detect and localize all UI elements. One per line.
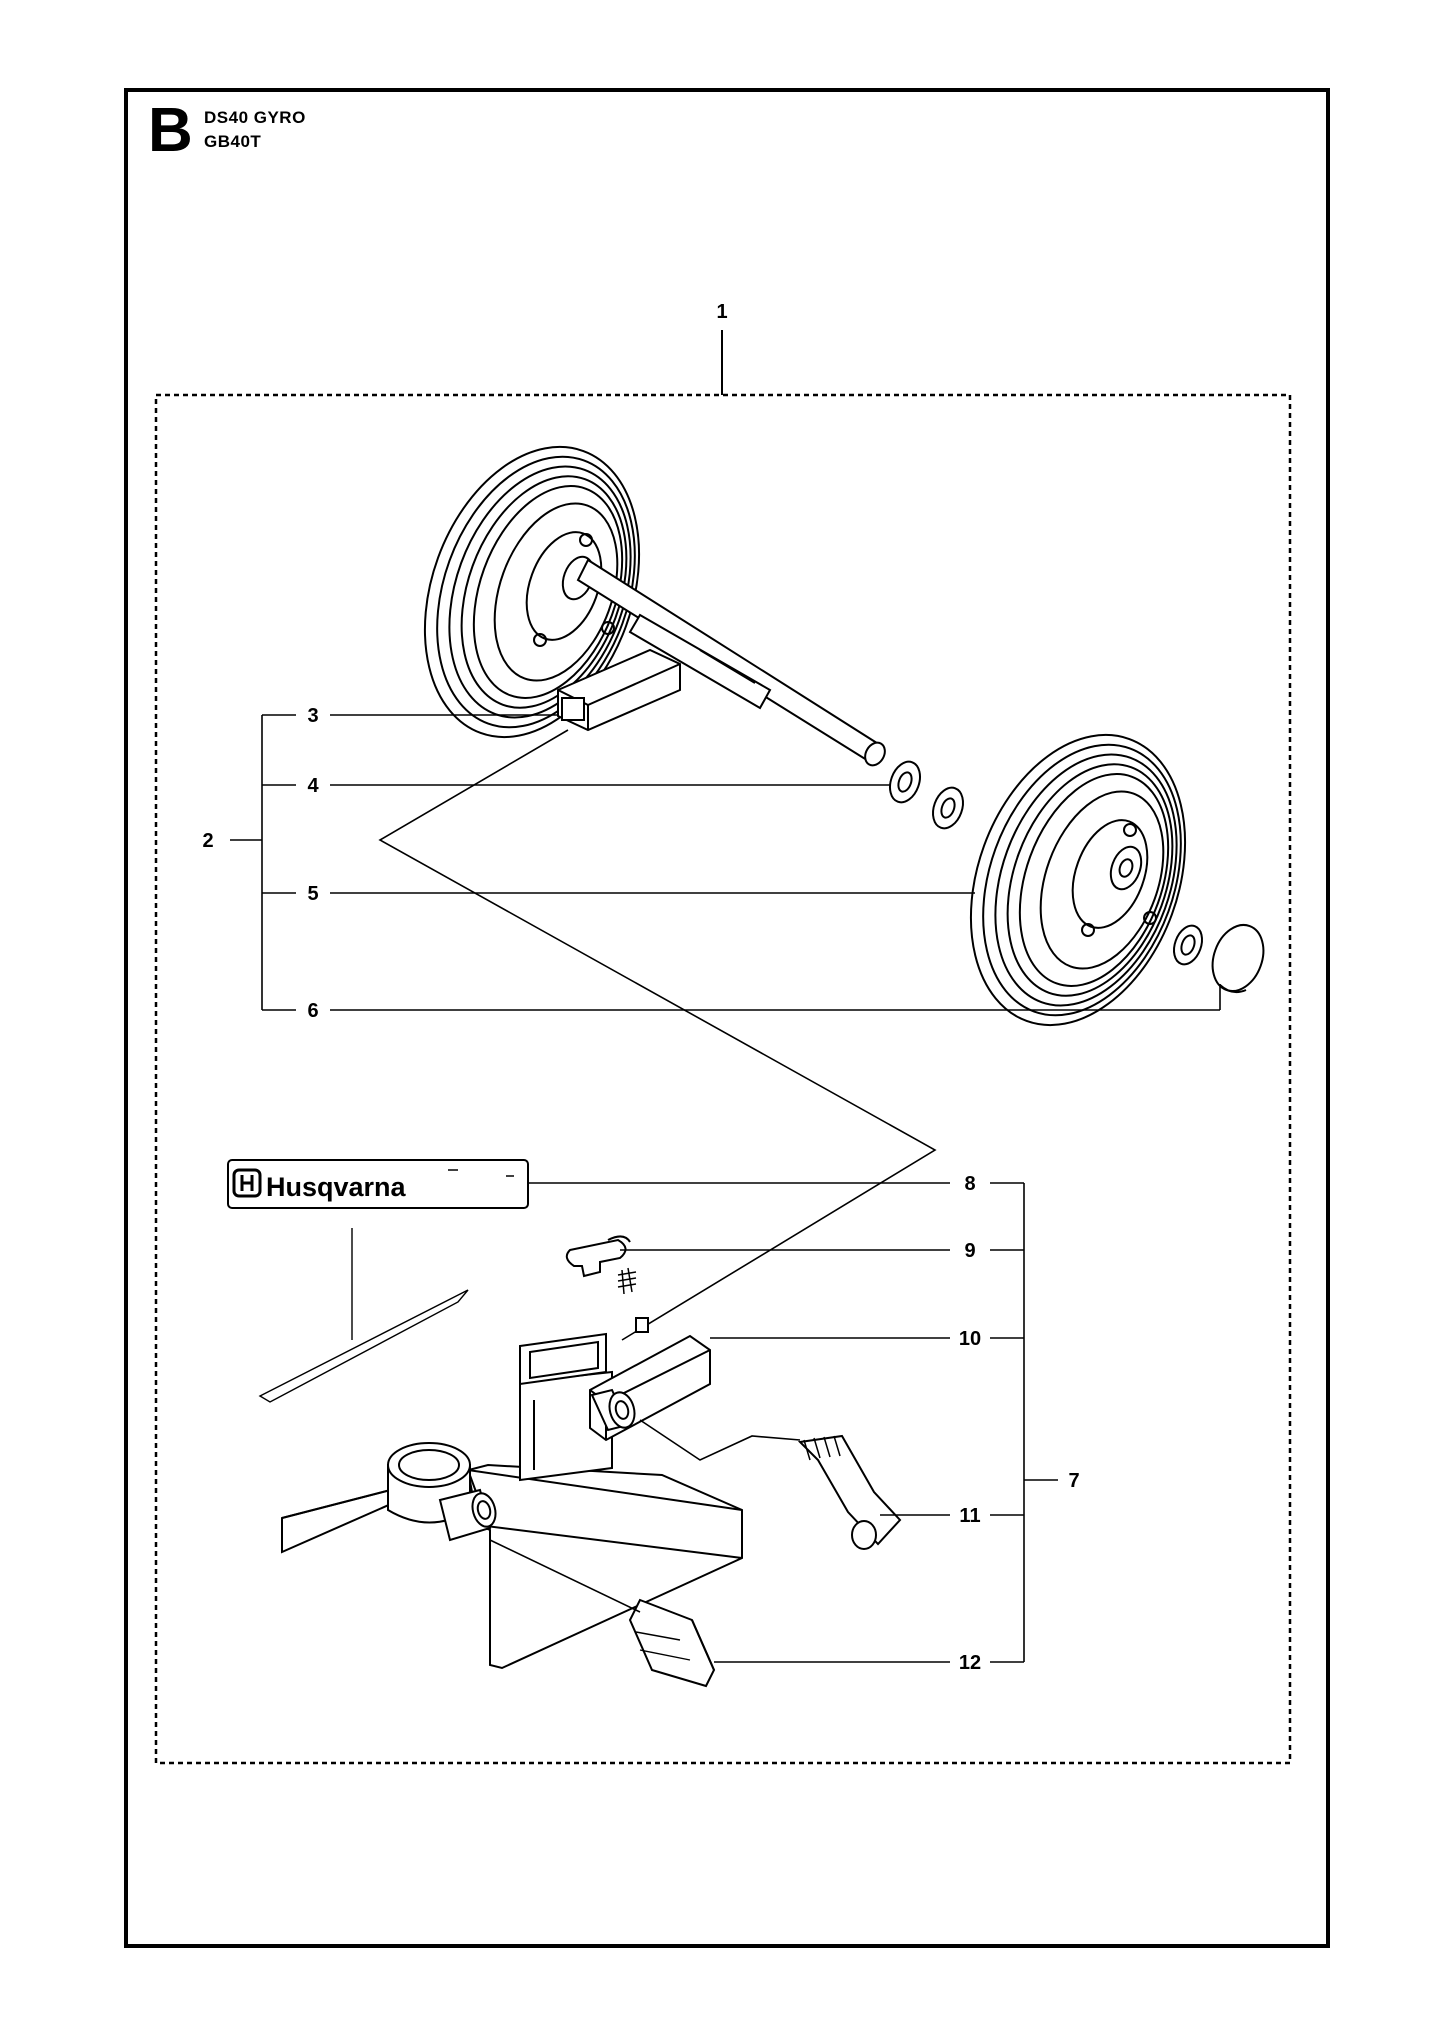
callout-6: 6: [307, 1000, 318, 1022]
leaders-group-2: [230, 714, 1221, 1011]
plug-bolt: [489, 1539, 716, 1688]
callout-10: 10: [959, 1328, 981, 1350]
side-tube: [589, 1317, 711, 1442]
pipe-fitting-left: [387, 1442, 497, 1542]
wheel-front: [969, 733, 1187, 1027]
hub-cap: [1211, 924, 1265, 994]
leaders-group-7: [528, 1182, 1058, 1663]
axle-bracket: [557, 648, 681, 732]
callout-2: 2: [202, 830, 213, 852]
assembly-connection-lines: [378, 729, 937, 1341]
callout-8: 8: [964, 1173, 975, 1195]
callout-1: 1: [716, 301, 727, 323]
callout-12: 12: [959, 1652, 981, 1674]
callout-9: 9: [964, 1240, 975, 1262]
decal-brand-text: Husqvarna: [266, 1172, 407, 1202]
model-name-1: DS40 GYRO: [204, 108, 306, 127]
drain-hose: [797, 1434, 902, 1550]
callout-7: 7: [1068, 1470, 1079, 1492]
decal-location-leader: [258, 1228, 469, 1403]
page-border: [124, 88, 1330, 1948]
washers: [889, 760, 1204, 966]
mast-post: [519, 1332, 613, 1482]
hose-leader: [639, 1419, 801, 1461]
section-letter: B: [148, 96, 193, 165]
callout-5: 5: [307, 883, 318, 905]
callout-4: 4: [307, 775, 319, 797]
callout-3: 3: [307, 705, 318, 727]
wheel-back: [423, 445, 641, 739]
husqvarna-decal: Husqvarna: [227, 1159, 529, 1209]
model-name-2: GB40T: [204, 132, 262, 151]
callout-11: 11: [959, 1505, 980, 1527]
axle: [576, 558, 886, 767]
t-knob-screw: [565, 1235, 637, 1295]
